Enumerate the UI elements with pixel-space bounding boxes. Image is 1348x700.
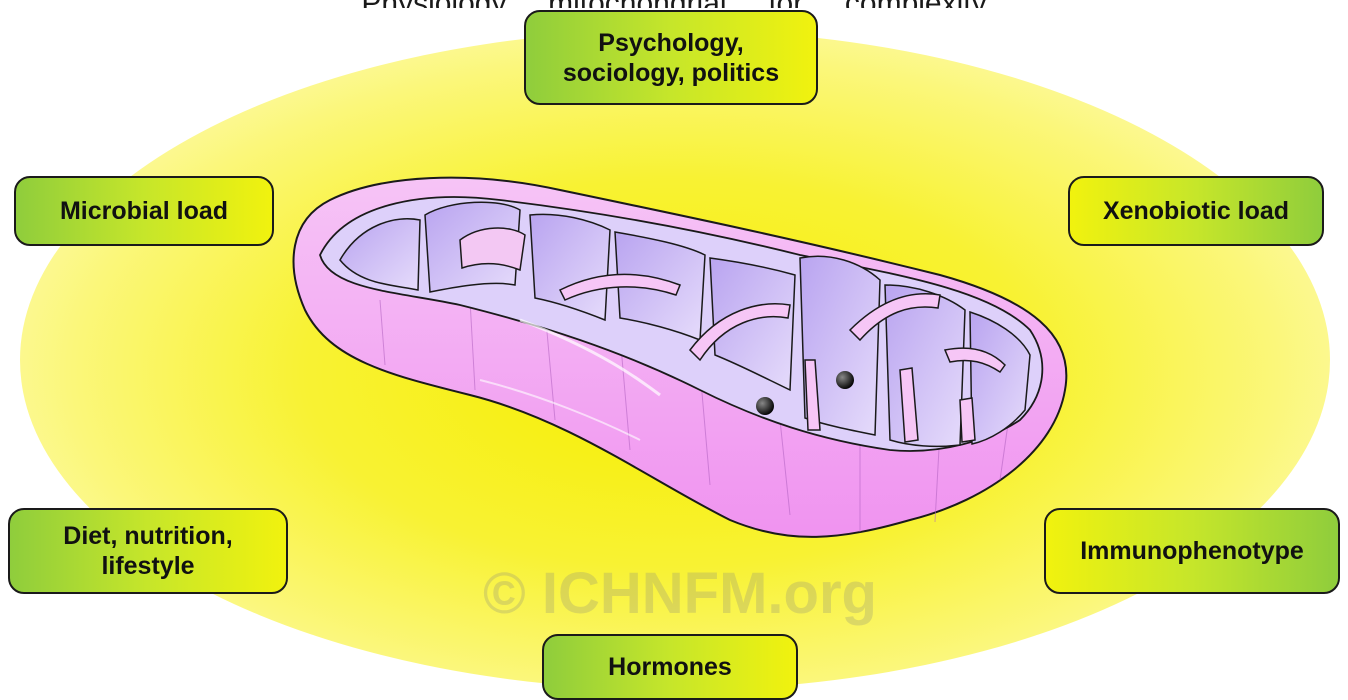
immunophenotype-label: Immunophenotype (1080, 536, 1304, 566)
xenobiotic-load-label: Xenobiotic load (1103, 196, 1289, 226)
watermark-text: © ICHNFM.org (470, 560, 890, 627)
immunophenotype-box: Immunophenotype (1044, 508, 1340, 594)
particle-ball (836, 371, 854, 389)
psychology-line-1: Psychology, (563, 28, 779, 58)
particle-ball (756, 397, 774, 415)
psychology-line-2: sociology, politics (563, 58, 779, 88)
xenobiotic-load-box: Xenobiotic load (1068, 176, 1324, 246)
psychology-box: Psychology, sociology, politics (524, 10, 818, 105)
hormones-label: Hormones (608, 652, 732, 682)
diet-line-2: lifestyle (63, 551, 232, 581)
microbial-load-box: Microbial load (14, 176, 274, 246)
hormones-box: Hormones (542, 634, 798, 700)
diet-box: Diet, nutrition, lifestyle (8, 508, 288, 594)
diet-line-1: Diet, nutrition, (63, 521, 232, 551)
microbial-load-label: Microbial load (60, 196, 228, 226)
